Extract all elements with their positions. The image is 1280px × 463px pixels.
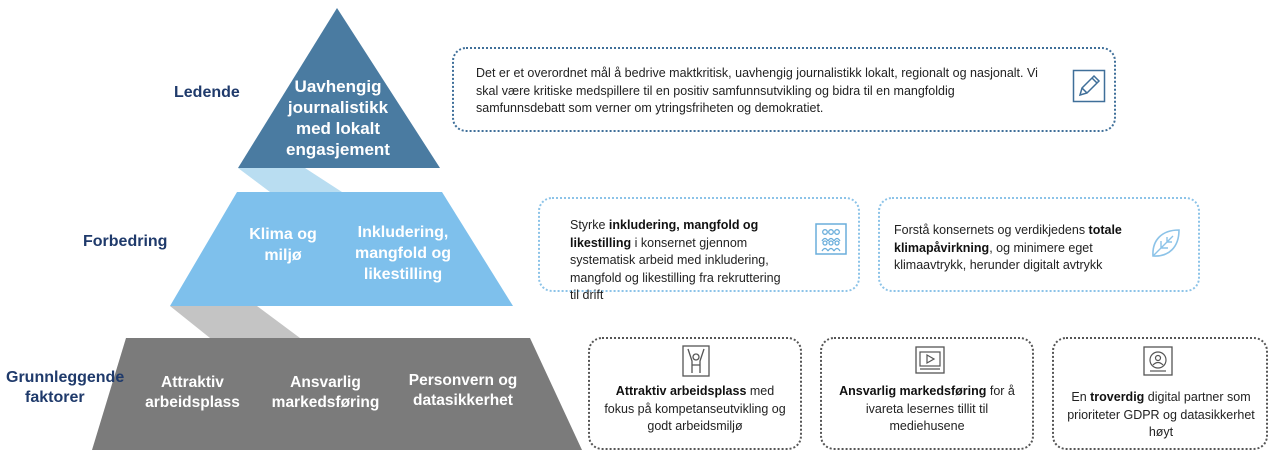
tier-line: likestilling bbox=[363, 266, 443, 283]
tier-line: datasikkerhet bbox=[413, 392, 513, 409]
text-part: , og minimere eget klimaavtrykk, herunde… bbox=[894, 240, 1103, 273]
text-bold: totale klimapåvirkning bbox=[894, 223, 1122, 255]
bottom-tier-text-3: Personvern og datasikkerhet bbox=[398, 371, 528, 411]
tier-line: Uavhengig bbox=[294, 77, 382, 96]
tier-line: engasjement bbox=[286, 140, 390, 159]
tier-line: journalistikk bbox=[287, 98, 389, 117]
bottom-tier-text-1: Attraktiv arbeidsplass bbox=[135, 373, 250, 413]
description-box-workplace: Attraktiv arbeidsplass med fokus på komp… bbox=[588, 337, 802, 450]
description-text: En troverdig digital partner som priorit… bbox=[1066, 389, 1256, 442]
bottom-tier-text-2: Ansvarlig markedsføring bbox=[263, 373, 388, 413]
tier-line: med lokalt bbox=[295, 119, 381, 138]
description-text: Styrke inkludering, mangfold og likestil… bbox=[570, 217, 784, 305]
level-label-grunnleggende: Grunnleggende faktorer bbox=[6, 368, 124, 408]
text-bold: Ansvarlig markedsføring bbox=[839, 384, 987, 398]
description-text: Forstå konsernets og verdikjedens totale… bbox=[894, 222, 1134, 275]
tier-line: arbeidsplass bbox=[145, 394, 240, 411]
description-box-top: Det er et overordnet mål å bedrive maktk… bbox=[452, 47, 1116, 132]
video-player-icon bbox=[915, 346, 945, 374]
description-box-marketing: Ansvarlig markedsføring for å ivareta le… bbox=[820, 337, 1034, 450]
description-text: Attraktiv arbeidsplass med fokus på komp… bbox=[600, 383, 790, 436]
description-text: Ansvarlig markedsføring for å ivareta le… bbox=[832, 383, 1022, 436]
pencil-icon bbox=[1072, 69, 1106, 103]
middle-tier-left-text: Klima og miljø bbox=[235, 224, 331, 266]
top-tier-text: Uavhengig journalistikk med lokalt engas… bbox=[267, 76, 409, 160]
pyramid-top-tier bbox=[238, 8, 440, 168]
level-label-ledende: Ledende bbox=[174, 84, 240, 101]
leaf-icon bbox=[1152, 229, 1180, 257]
tier-line: Attraktiv bbox=[161, 374, 224, 391]
text-part: digital partner som prioriteter GDPR og … bbox=[1067, 390, 1255, 439]
tier-line: Ansvarlig bbox=[290, 374, 361, 391]
description-box-climate: Forstå konsernets og verdikjedens totale… bbox=[878, 197, 1200, 292]
description-text: Det er et overordnet mål å bedrive maktk… bbox=[476, 66, 1038, 115]
text-bold: troverdig bbox=[1090, 390, 1145, 404]
description-box-inclusion: Styrke inkludering, mangfold og likestil… bbox=[538, 197, 860, 302]
pyramid-middle-tier bbox=[170, 192, 513, 306]
text-part: for å ivareta lesernes tillit til medieh… bbox=[865, 384, 1015, 433]
middle-tier-right-text: Inkludering, mangfold og likestilling bbox=[343, 222, 463, 285]
level-label-line: Grunnleggende bbox=[6, 369, 125, 386]
pyramid-bottom-tier bbox=[92, 338, 582, 450]
tier-line: mangfold og bbox=[355, 245, 451, 262]
text-part: En bbox=[1071, 390, 1091, 404]
text-bold: inkludering, mangfold og likestilling bbox=[570, 218, 759, 250]
people-group-icon bbox=[815, 223, 847, 255]
level-label-forbedring: Forbedring bbox=[83, 233, 168, 250]
hands-up-icon bbox=[682, 345, 710, 377]
connector-middle-bottom bbox=[170, 306, 300, 338]
level-label-line: faktorer bbox=[25, 389, 85, 406]
connector-top-middle bbox=[238, 168, 342, 192]
tier-line: Klima og bbox=[249, 226, 317, 243]
text-part: med fokus på kompetanseutvikling og godt… bbox=[604, 384, 786, 433]
secure-profile-icon bbox=[1143, 346, 1173, 376]
tier-line: Personvern og bbox=[408, 372, 518, 389]
text-part: Styrke bbox=[570, 218, 609, 232]
tier-line: miljø bbox=[264, 247, 302, 264]
text-bold: Attraktiv arbeidsplass bbox=[615, 384, 747, 398]
text-part: i konsernet gjennom systematisk arbeid m… bbox=[570, 235, 781, 303]
tier-line: Inkludering, bbox=[357, 224, 449, 241]
tier-line: markedsføring bbox=[271, 394, 380, 411]
description-box-privacy: En troverdig digital partner som priorit… bbox=[1052, 337, 1268, 450]
text-part: Forstå konsernets og verdikjedens bbox=[894, 223, 1089, 237]
